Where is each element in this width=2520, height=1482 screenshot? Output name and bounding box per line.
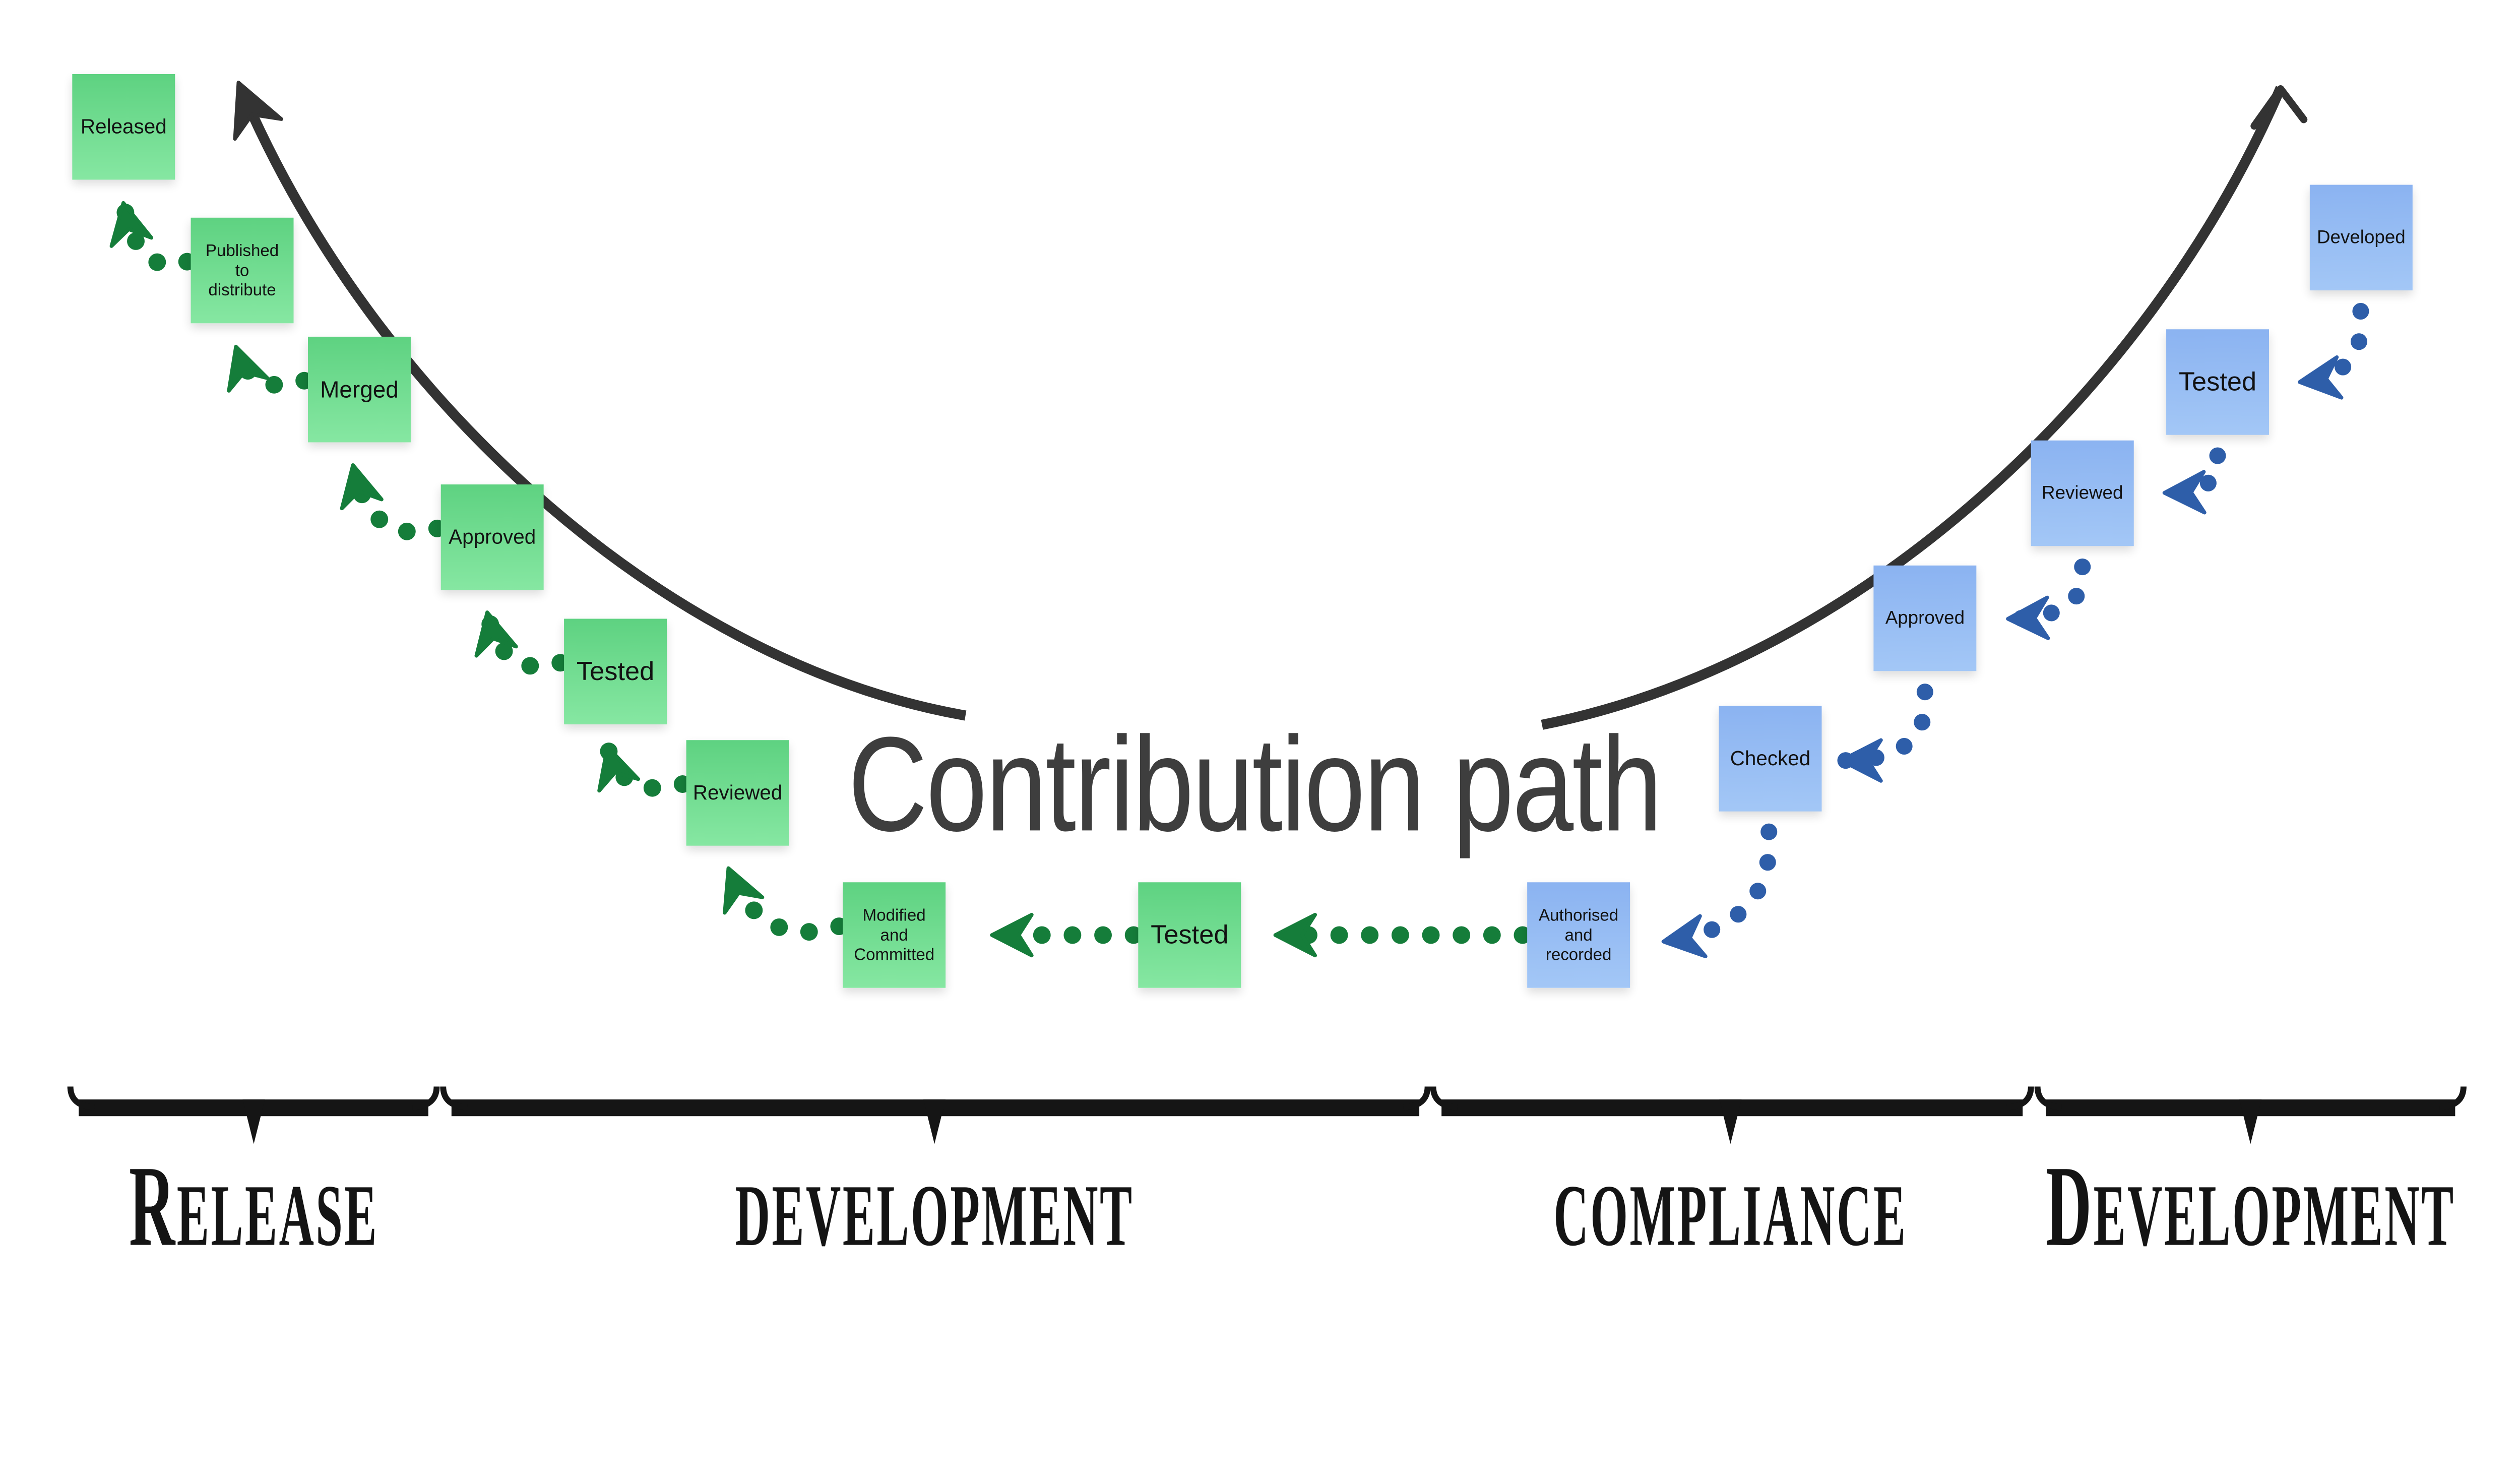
note-box-tested: Tested bbox=[564, 619, 667, 724]
phase-label-compliance: COMPLIANCE bbox=[1553, 1149, 1907, 1265]
phase-label-development-2: DEVELOPMENT bbox=[2046, 1148, 2455, 1265]
contribution-path-diagram: Released Published to distribute Merged … bbox=[67, 74, 2467, 1265]
dotted-arrow-merged-to-published bbox=[227, 341, 313, 394]
note-box-authorised-recorded: Authorised and recorded bbox=[1527, 882, 1630, 988]
dotted-arrow-tested3-to-reviewed2 bbox=[2160, 447, 2227, 515]
dotted-arrow-published-to-released bbox=[109, 198, 196, 274]
dotted-arrow-approved2-to-checked bbox=[1836, 684, 1934, 783]
phase-label-release: RELEASE bbox=[129, 1148, 379, 1265]
note-box-modified-committed: Modified and Committed bbox=[843, 882, 946, 988]
left-flow-arrows bbox=[109, 198, 1532, 958]
phase-label-initial: D bbox=[2045, 1142, 2094, 1271]
arrow-fletching-icon bbox=[2250, 85, 2308, 130]
brace-release bbox=[67, 1086, 440, 1144]
phase-braces bbox=[67, 1086, 2467, 1144]
brace-compliance bbox=[1430, 1086, 2034, 1144]
phase-label-rest: ELEASE bbox=[176, 1167, 379, 1265]
phase-label-rest: EVELOPMENT bbox=[2093, 1167, 2455, 1265]
note-box-tested-3: Tested bbox=[2166, 329, 2270, 435]
journey-curve-right bbox=[1541, 85, 2308, 730]
note-box-tested-2: Tested bbox=[1138, 882, 1241, 988]
phase-label-rest: DEVELOPMENT bbox=[735, 1167, 1134, 1265]
note-box-approved: Approved bbox=[440, 484, 544, 590]
dotted-arrow-approved-to-merged bbox=[340, 460, 446, 541]
arrows-layer bbox=[67, 80, 2467, 1144]
note-box-reviewed: Reviewed bbox=[686, 740, 789, 846]
phase-label-initial: R bbox=[129, 1142, 177, 1271]
note-box-merged: Merged bbox=[307, 336, 411, 443]
dotted-arrow-reviewed-to-tested bbox=[597, 741, 691, 797]
brace-development bbox=[440, 1086, 1431, 1144]
diagram-title: Contribution path bbox=[848, 709, 1663, 859]
note-box-published: Published to distribute bbox=[191, 217, 294, 324]
brace-development-2 bbox=[2034, 1086, 2467, 1144]
dotted-arrow-modified-to-reviewed bbox=[721, 862, 848, 941]
dotted-arrow-developed-to-tested3 bbox=[2295, 302, 2370, 400]
right-curve-line bbox=[1541, 86, 2286, 730]
phase-label-rest: COMPLIANCE bbox=[1553, 1167, 1908, 1265]
note-box-approved-2: Approved bbox=[1873, 565, 1977, 671]
note-box-reviewed-2: Reviewed bbox=[2031, 440, 2134, 546]
phase-label-development: DEVELOPMENT bbox=[735, 1149, 1134, 1265]
dotted-arrow-checked-to-authorised bbox=[1659, 823, 1778, 958]
right-flow-arrows bbox=[1659, 302, 2370, 958]
note-box-checked: Checked bbox=[1719, 706, 1822, 812]
dotted-arrow-reviewed2-to-approved2 bbox=[2003, 559, 2092, 640]
dotted-arrow-tested-to-approved bbox=[474, 607, 570, 675]
note-box-released: Released bbox=[72, 74, 175, 180]
note-box-developed: Developed bbox=[2309, 184, 2413, 291]
